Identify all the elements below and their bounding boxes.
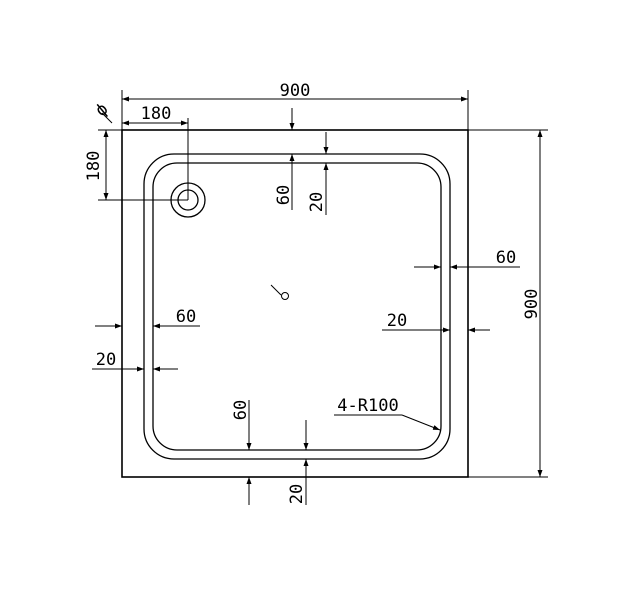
left-rim-label: 60 bbox=[176, 307, 196, 327]
corner-radius-label: 4-R100 bbox=[337, 396, 398, 416]
right-inner-label: 20 bbox=[387, 311, 407, 331]
top-rim-label: 60 bbox=[274, 185, 294, 205]
right-rim-label: 60 bbox=[496, 248, 516, 268]
bottom-inner-label: 20 bbox=[287, 484, 307, 504]
top-inner-label: 20 bbox=[307, 192, 327, 212]
tray-basin-outline bbox=[152, 162, 442, 451]
left-inner-label: 20 bbox=[96, 350, 116, 370]
tray-rim-outline bbox=[143, 153, 451, 460]
right-overall-height-dimension bbox=[468, 129, 548, 478]
drain-offset-y-label: 180 bbox=[84, 151, 104, 182]
top-width-label: 900 bbox=[280, 81, 311, 101]
drain-symbol-leader bbox=[101, 112, 113, 124]
drain-offset-y-dimension bbox=[98, 129, 188, 201]
center-mark-icon bbox=[270, 284, 289, 300]
tray-outer-outline bbox=[121, 129, 469, 478]
drain-diameter-symbol: ϕ bbox=[92, 99, 113, 121]
drain-offset-x-dimension bbox=[122, 118, 189, 200]
drain-offset-x-label: 180 bbox=[141, 104, 172, 124]
bottom-rim-label: 60 bbox=[231, 400, 251, 420]
right-height-label: 900 bbox=[522, 289, 542, 320]
corner-radius-leader bbox=[334, 414, 441, 431]
